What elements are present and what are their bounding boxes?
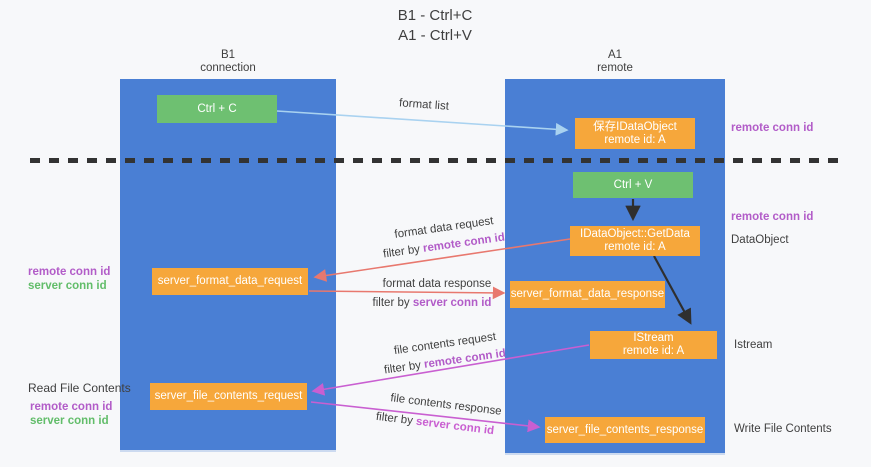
phase-separator-dashed-line bbox=[30, 158, 846, 163]
node-server-file-contents-request: server_file_contents_request bbox=[150, 383, 307, 410]
node-server-format-data-request-label: server_format_data_request bbox=[157, 275, 303, 287]
label-remote-conn-id-left-2: remote conn id bbox=[30, 401, 113, 413]
node-idataobject-getdata: IDataObject::GetData remote id: A bbox=[570, 226, 700, 256]
lane-a1-name: A1 bbox=[607, 49, 623, 61]
node-server-file-contents-response-label: server_file_contents_response bbox=[546, 423, 704, 436]
filter-by-id-4: server conn id bbox=[415, 415, 495, 438]
label-filter-by-server-conn-id-1: filter by server conn id bbox=[342, 297, 522, 309]
label-istream: Istream bbox=[734, 339, 773, 351]
label-server-conn-id-left-2: server conn id bbox=[30, 415, 109, 427]
node-ctrl-v: Ctrl + V bbox=[573, 172, 693, 198]
node-istream-line2: remote id: A bbox=[622, 345, 685, 357]
lane-b1-name: B1 bbox=[220, 49, 236, 61]
filter-by-id-2: server conn id bbox=[412, 297, 492, 309]
arrow-format-data-response bbox=[308, 286, 506, 300]
filter-by-prefix-2: filter by bbox=[372, 297, 413, 309]
node-save-idataobject-line1: 保存IDataObject bbox=[593, 120, 677, 133]
node-ctrl-c-label: Ctrl + C bbox=[197, 102, 237, 115]
node-server-format-data-response-label: server_format_data_response bbox=[510, 288, 665, 300]
page-title: B1 - Ctrl+C A1 - Ctrl+V bbox=[330, 6, 540, 46]
lane-header-b1: B1 connection bbox=[120, 49, 336, 75]
label-format-list: format list bbox=[398, 97, 450, 113]
label-write-file-contents: Write File Contents bbox=[734, 423, 832, 435]
filter-by-prefix-1: filter by bbox=[382, 242, 424, 261]
node-getdata-line2: remote id: A bbox=[604, 241, 666, 253]
title-line-b1: B1 - Ctrl+C bbox=[397, 7, 473, 24]
lane-b1-role: connection bbox=[200, 62, 256, 74]
filter-by-prefix-3: filter by bbox=[383, 358, 425, 377]
label-remote-conn-id-right-1: remote conn id bbox=[731, 122, 814, 134]
label-dataobject: DataObject bbox=[731, 234, 789, 246]
node-save-idataobject-line2: remote id: A bbox=[604, 133, 666, 146]
label-remote-conn-id-right-2: remote conn id bbox=[731, 211, 814, 223]
lane-a1-role: remote bbox=[597, 62, 633, 74]
lane-header-a1: A1 remote bbox=[505, 49, 725, 75]
node-server-format-data-request: server_format_data_request bbox=[152, 268, 308, 295]
label-format-data-response: format data response bbox=[382, 278, 492, 290]
title-line-a1: A1 - Ctrl+V bbox=[398, 27, 472, 44]
node-istream-line1: IStream bbox=[633, 332, 674, 344]
node-save-idataobject: 保存IDataObject remote id: A bbox=[575, 118, 695, 149]
label-server-conn-id-left-1: server conn id bbox=[28, 280, 107, 292]
label-read-file-contents: Read File Contents bbox=[28, 381, 131, 395]
node-istream: IStream remote id: A bbox=[590, 331, 717, 359]
node-server-file-contents-response: server_file_contents_response bbox=[545, 417, 705, 443]
node-ctrl-c: Ctrl + C bbox=[157, 95, 277, 123]
label-remote-conn-id-left-1: remote conn id bbox=[28, 266, 111, 278]
node-ctrl-v-label: Ctrl + V bbox=[613, 178, 653, 191]
node-getdata-line1: IDataObject::GetData bbox=[580, 228, 690, 240]
node-server-format-data-response: server_format_data_response bbox=[510, 281, 665, 308]
filter-by-prefix-4: filter by bbox=[375, 410, 417, 428]
node-server-file-contents-request-label: server_file_contents_request bbox=[154, 390, 303, 402]
